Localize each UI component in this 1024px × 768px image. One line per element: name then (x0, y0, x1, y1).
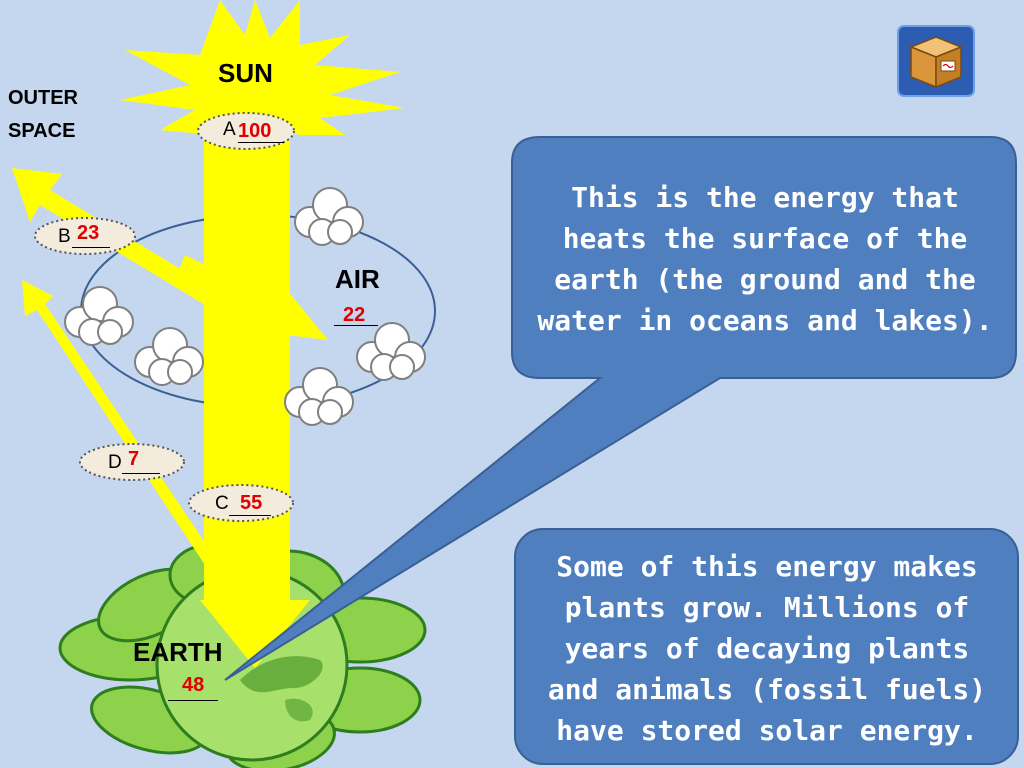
label-c-letter: C (215, 493, 229, 514)
beam-arrowhead (200, 600, 310, 668)
label-a-value: 100 (238, 120, 272, 142)
label-d-oval (79, 443, 185, 481)
label-d-value: 7 (128, 448, 140, 470)
arrow-air (178, 255, 328, 340)
callout-top-line: heats the surface of the (562, 222, 968, 255)
callout-top (224, 136, 1017, 681)
callout-bottom (514, 528, 1019, 765)
callout-bottom-line: years of decaying plants (564, 632, 970, 665)
callout-top-line: water in oceans and lakes). (537, 304, 993, 337)
label-b-letter: B (58, 226, 71, 247)
earth-label: EARTH (133, 637, 223, 667)
label-b-value: 23 (77, 222, 100, 244)
arrow-d (22, 280, 240, 600)
callout-top-line: earth (the ground and the (554, 263, 976, 296)
callout-bottom-line: plants grow. Millions of (564, 591, 970, 624)
label-d-blank (122, 473, 160, 474)
sun-icon (120, 0, 405, 135)
earth-blank (168, 700, 218, 701)
label-c-blank (229, 515, 271, 516)
cloud-icon (294, 187, 364, 246)
label-c-oval (188, 484, 294, 522)
callout-bottom-text: Some of this energy makes plants grow. M… (520, 546, 1014, 751)
callout-bottom-line: have stored solar energy. (556, 714, 978, 747)
outer-space-line1: OUTER (8, 87, 78, 109)
callout-bottom-line: and animals (fossil fuels) (547, 673, 987, 706)
outer-space-line2: SPACE (8, 120, 76, 142)
cloud-icon (64, 286, 134, 346)
earth-continent (240, 656, 323, 693)
cloud-icon (134, 327, 204, 386)
earth-value: 48 (182, 674, 205, 696)
label-d-letter: D (108, 452, 122, 473)
air-label: AIR (335, 264, 380, 294)
label-c-value: 55 (240, 492, 263, 514)
label-a-letter: A (223, 119, 236, 140)
cloud-icon (356, 322, 426, 381)
label-b-blank (72, 247, 110, 248)
label-a-oval (197, 112, 295, 150)
label-b-oval (34, 217, 136, 255)
callout-top-line: This is the energy that (571, 181, 959, 214)
air-value: 22 (343, 304, 366, 326)
cloud-icon (284, 367, 354, 426)
callout-bottom-line: Some of this energy makes (556, 550, 978, 583)
label-a-blank (238, 142, 284, 143)
box-icon[interactable] (897, 25, 975, 97)
sun-label: SUN (218, 58, 273, 88)
callout-top-text: This is the energy that heats the surfac… (520, 177, 1010, 341)
air-blank (334, 325, 378, 326)
sun-beam (204, 130, 290, 600)
outer-space-label: OUTER SPACE (8, 82, 78, 148)
